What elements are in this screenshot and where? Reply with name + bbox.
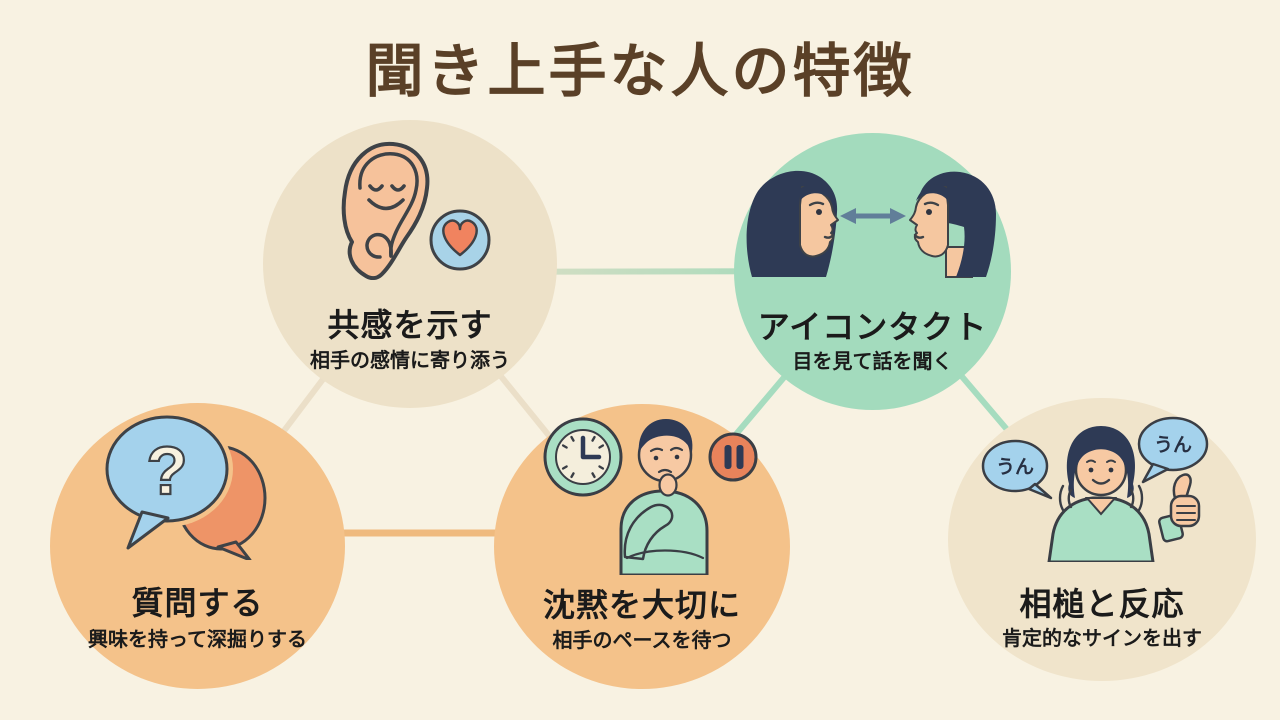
nod-motion-lines: [1058, 484, 1144, 512]
node-empathy-label: 共感を示す: [327, 307, 493, 343]
node-question-label: 質問する: [131, 585, 264, 621]
node-eye-contact-label: アイコンタクト: [757, 309, 988, 345]
ear-with-heart-icon: [341, 141, 491, 281]
node-eye-contact-sublabel: 目を見て話を聞く: [792, 351, 953, 373]
pause-icon: [708, 432, 758, 482]
node-silence-sublabel: 相手のペースを待つ: [552, 630, 732, 652]
question-mark-glyph: ?: [146, 433, 188, 509]
speech-bubble-left: [981, 439, 1049, 493]
thumbs-up-icon: [1157, 473, 1201, 543]
node-silence-label: 沈黙を大切に: [542, 587, 741, 623]
aizuchi-text-left: うん: [996, 457, 1034, 478]
node-question-sublabel: 興味を持って深掘りする: [88, 629, 307, 651]
page-title: 聞き上手な人の特徴: [365, 39, 915, 104]
aizuchi-text-right: うん: [1154, 435, 1192, 456]
node-backchannel-sublabel: 肯定的なサインを出す: [1002, 628, 1202, 650]
node-empathy-sublabel: 相手の感情に寄り添う: [310, 350, 510, 372]
question-speech-bubbles-icon: ?: [101, 412, 267, 560]
nodding-person-thumbs-up-icon: うん うん: [981, 416, 1209, 562]
node-backchannel-label: 相槌と反応: [1019, 586, 1185, 622]
speech-bubble-right: [1137, 416, 1209, 472]
two-faces-eye-contact-icon: [746, 170, 996, 278]
thinking-person-clock-pause-icon: [543, 417, 758, 575]
